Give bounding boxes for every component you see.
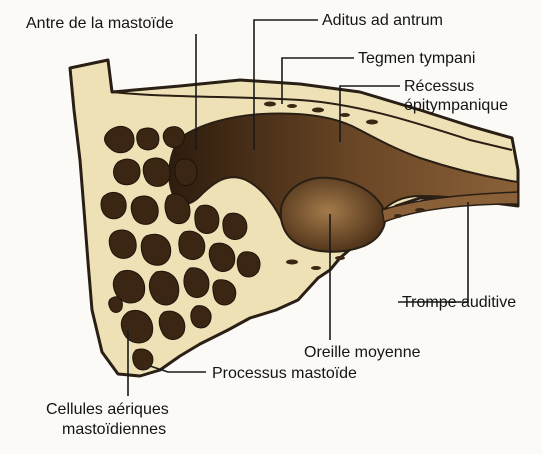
label-trompe: Trompe auditive xyxy=(402,294,516,311)
label-cellules-line2: mastoïdiennes xyxy=(62,421,166,438)
leader-trompe xyxy=(398,202,468,302)
label-tegmen: Tegmen tympani xyxy=(358,50,475,67)
label-antre: Antre de la mastoïde xyxy=(26,15,174,32)
label-recessus-line2: épitympanique xyxy=(404,97,508,114)
label-oreille: Oreille moyenne xyxy=(304,344,421,361)
label-recessus-line1: Récessus xyxy=(404,78,474,95)
label-cellules-line1: Cellules aériques xyxy=(46,401,169,418)
label-processus: Processus mastoïde xyxy=(212,365,357,382)
label-aditus: Aditus ad antrum xyxy=(322,12,443,29)
